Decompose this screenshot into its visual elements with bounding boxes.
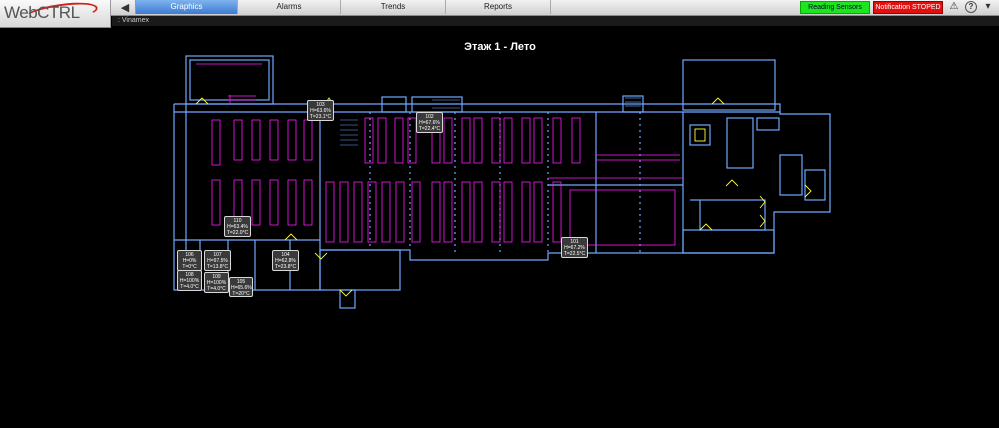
scroll-down-icon[interactable]: ▾	[985, 1, 991, 12]
sensor-temperature: T=0°C	[182, 264, 197, 270]
storage-racks	[196, 63, 683, 246]
sensor-humidity: H=67.2%	[564, 245, 585, 251]
sensor-room: 101	[570, 239, 579, 245]
webctrl-logo: WebCTRL	[0, 0, 111, 28]
sensor-room: 107	[213, 252, 222, 258]
top-toolbar	[0, 0, 999, 16]
sensor-room-101[interactable]: 101 H=67.2% T=22.5°C	[561, 237, 588, 258]
notification-stoped-button[interactable]: Notification STOPED	[873, 1, 943, 14]
sensor-temperature: T=22.4°C	[418, 126, 441, 132]
reading-sensors-button[interactable]: Reading Sensors	[800, 1, 870, 14]
sensor-humidity: H=65.6%	[231, 285, 252, 291]
sensor-room: 105	[236, 279, 246, 285]
sensor-room-108[interactable]: 108 H=100% T=4.0°C	[177, 270, 202, 291]
sensor-temperature: T=4.0°C	[207, 286, 226, 292]
sensor-room: 102	[425, 114, 434, 120]
tab-label: Reports	[483, 2, 512, 11]
sensor-temperature: T=22.5°C	[563, 251, 586, 257]
sensor-temperature: T=22.0°C	[226, 230, 249, 236]
door-swings	[195, 97, 812, 297]
sensor-room: 108	[185, 272, 194, 278]
sensor-room: 103	[316, 102, 325, 108]
sensor-humidity: H=100%	[179, 278, 200, 284]
sensor-room: 106	[185, 252, 194, 258]
sensor-humidity: H=100%	[206, 280, 227, 286]
floor-plan-walls	[173, 55, 831, 309]
sensor-temperature: T=20°C	[232, 291, 250, 297]
warning-triangle-icon[interactable]: ⚠	[949, 1, 959, 12]
sensor-room-104[interactable]: 104 H=62.8% T=23.8°C	[272, 250, 299, 271]
breadcrumb: : Vinamex	[112, 16, 999, 26]
tab-graphics[interactable]: Graphics	[136, 0, 238, 14]
sensor-humidity: H=63.6%	[310, 108, 331, 114]
tab-alarms[interactable]: Alarms	[238, 0, 341, 14]
sensor-room: 110	[233, 218, 242, 224]
tab-reports[interactable]: Reports	[446, 0, 551, 14]
tab-label: Trends	[380, 2, 406, 11]
sensor-room-105[interactable]: 105 H=65.6% T=20°C	[229, 277, 253, 297]
sensor-room-102[interactable]: 102 H=67.6% T=22.4°C	[416, 112, 443, 133]
tab-label: Graphics	[170, 2, 203, 11]
tab-trends[interactable]: Trends	[341, 0, 446, 14]
sensor-humidity: H=67.6%	[419, 120, 440, 126]
sensor-temperature: T=4.0°C	[180, 284, 199, 290]
sensor-humidity: H=97.5%	[207, 258, 228, 264]
sensor-room-107[interactable]: 107 H=97.5% T=13.8°C	[204, 250, 231, 271]
sensor-temperature: T=23.1°C	[309, 114, 332, 120]
back-arrow-icon: ◀	[120, 1, 130, 14]
back-button[interactable]: ◀	[115, 0, 136, 14]
tab-label: Alarms	[276, 2, 302, 11]
page-title: Этаж 1 - Лето	[464, 41, 536, 53]
sensor-room: 104	[281, 252, 290, 258]
sensor-room-106[interactable]: 106 H=0% T=0°C	[177, 250, 202, 271]
sensor-humidity: H=62.8%	[275, 258, 296, 264]
sensor-humidity: H=63.4%	[227, 224, 248, 230]
sensor-room-110[interactable]: 110 H=63.4% T=22.0°C	[224, 216, 251, 237]
logo-text: WebCTRL	[4, 3, 80, 22]
sensor-temperature: T=13.8°C	[206, 264, 229, 270]
sensor-room-109[interactable]: 109 H=100% T=4.0°C	[204, 272, 229, 293]
sensor-humidity: H=0%	[182, 258, 197, 264]
sensor-room-103[interactable]: 103 H=63.6% T=23.1°C	[307, 100, 334, 121]
sensor-temperature: T=23.8°C	[274, 264, 297, 270]
sensor-room: 109	[212, 274, 221, 280]
help-icon[interactable]: ?	[965, 1, 977, 13]
